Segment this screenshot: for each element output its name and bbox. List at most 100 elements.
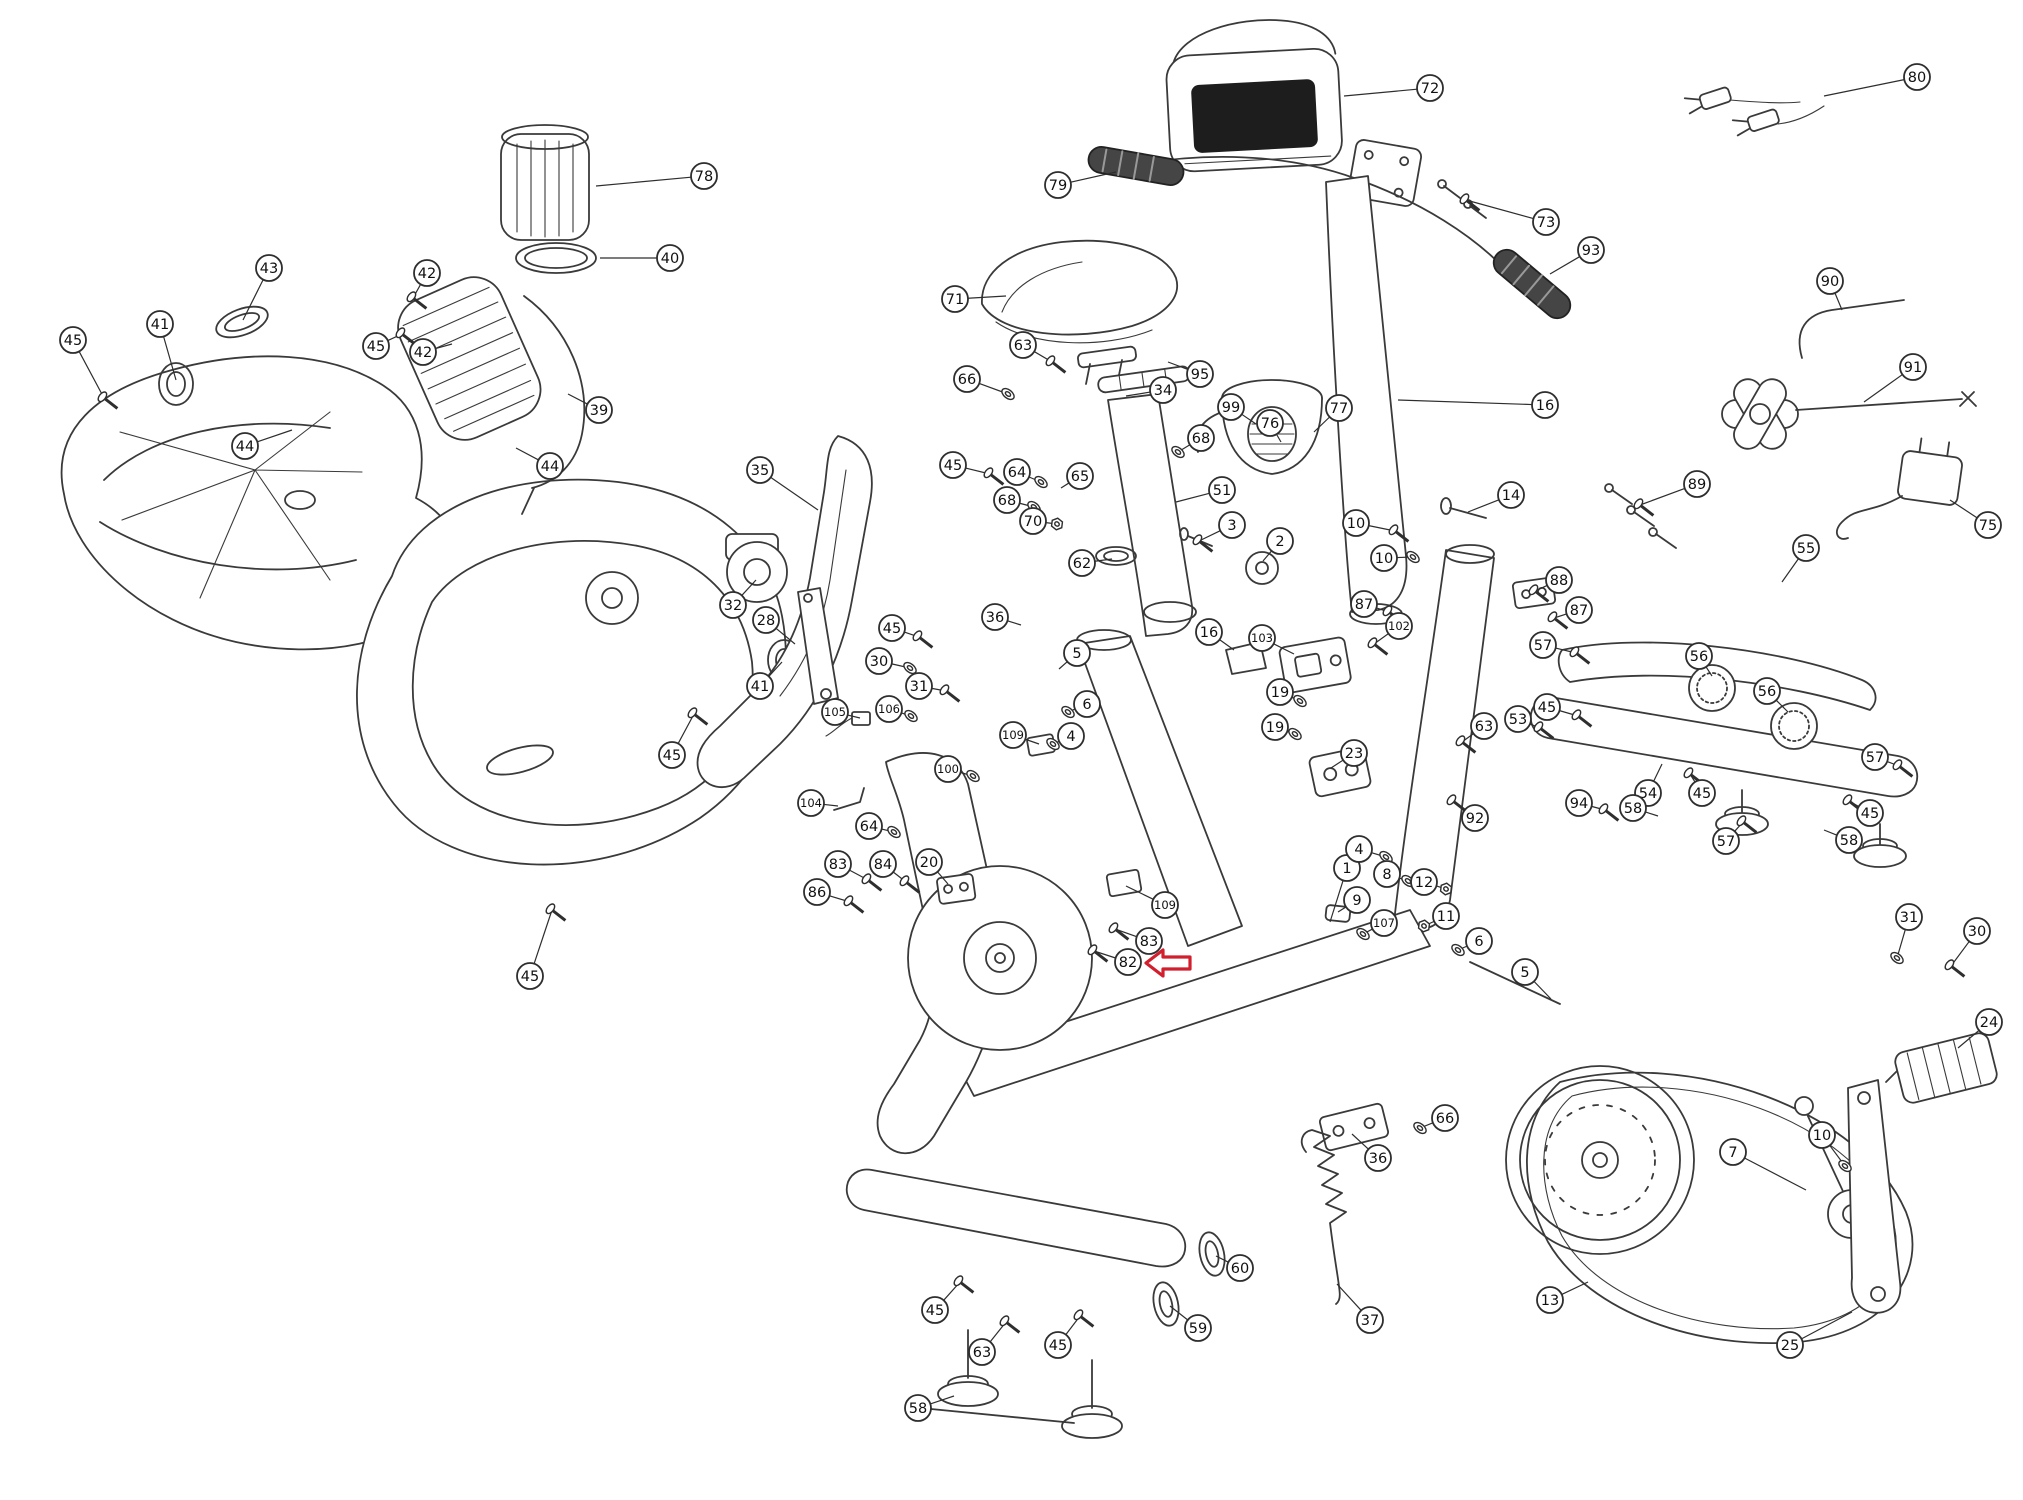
part-callout-6: 6 [1451,927,1493,957]
seat-post-art [1095,393,1279,637]
multi-tool-art [1721,378,1977,450]
part-callout-90: 90 [1816,267,1844,311]
part-callout-72: 72 [1343,74,1444,102]
svg-text:35: 35 [751,463,769,479]
svg-text:87: 87 [1355,597,1373,613]
part-callout-82: 82 [1087,944,1142,976]
part-callout-42: 42 [406,259,441,310]
washer-glyph [1838,1159,1852,1173]
svg-text:16: 16 [1536,398,1554,414]
collar-ring-art [515,242,597,274]
svg-text:16: 16 [1200,625,1218,641]
part-callout-75: 75 [1949,499,2002,539]
svg-text:45: 45 [1538,700,1556,716]
front-stabilizer-art [845,1168,1226,1439]
svg-text:75: 75 [1979,518,1997,534]
part-callout-30: 30 [865,647,917,675]
part-callout-65: 65 [1060,462,1094,490]
svg-text:30: 30 [870,654,888,670]
part-callout-66: 66 [1413,1104,1459,1135]
part-callout-102: 102 [1367,612,1413,656]
screw-glyph [1459,193,1481,212]
part-callout-58: 58 [904,1394,955,1422]
part-callout-57: 57 [1861,743,1914,778]
part-callout-10: 10 [1342,509,1410,543]
svg-text:57: 57 [1717,834,1735,850]
part-callout-39: 39 [567,393,613,424]
svg-text:45: 45 [944,458,962,474]
part-callout-93: 93 [1549,236,1605,275]
part-callout-30: 30 [1944,917,1991,978]
part-callout-8: 8 [1373,860,1415,888]
svg-text:41: 41 [151,317,169,333]
svg-text:20: 20 [920,855,938,871]
svg-text:4: 4 [1066,729,1075,745]
part-callout-63: 63 [1455,712,1498,754]
part-callout-107: 107 [1356,909,1398,941]
svg-text:10: 10 [1813,1128,1831,1144]
screw-glyph [983,467,1005,486]
part-callout-63: 63 [1009,331,1067,374]
svg-text:68: 68 [1192,431,1210,447]
part-callout-103: 103 [1248,624,1295,655]
svg-text:4: 4 [1354,842,1363,858]
svg-text:70: 70 [1024,514,1042,530]
screw-glyph [1892,759,1914,778]
part-callout-77: 77 [1313,394,1353,433]
part-callout-88: 88 [1528,566,1573,603]
svg-text:10: 10 [1347,516,1365,532]
screw-glyph [1598,803,1620,822]
pedal-art [1885,1032,1998,1104]
svg-text:36: 36 [986,610,1004,626]
svg-text:82: 82 [1119,955,1137,971]
allen-key-art [1798,299,1905,359]
screw-glyph [1533,721,1555,740]
part-callout-62: 62 [1068,549,1113,577]
part-callout-76: 76 [1256,409,1284,443]
svg-text:60: 60 [1231,1261,1249,1277]
washer-glyph [903,661,917,675]
svg-text:45: 45 [1049,1338,1067,1354]
svg-text:24: 24 [1980,1015,1998,1031]
svg-text:105: 105 [824,705,846,719]
screw-glyph [97,391,119,410]
part-callout-45: 45 [1044,1309,1095,1359]
part-callout-42: 42 [409,338,453,366]
part-callout-84: 84 [869,850,921,894]
part-callout-20: 20 [915,848,949,885]
svg-text:109: 109 [1002,728,1024,742]
screw-glyph [1944,959,1966,978]
svg-text:57: 57 [1866,750,1884,766]
svg-text:12: 12 [1415,875,1433,891]
part-callout-83: 83 [1108,922,1163,955]
svg-text:95: 95 [1191,367,1209,383]
part-callout-53: 53 [1504,705,1555,740]
svg-text:56: 56 [1758,684,1776,700]
crank-pulley-art [907,865,1093,1051]
part-callout-45: 45 [1683,767,1716,807]
screw-glyph [545,903,567,922]
part-callout-56: 56 [1753,677,1789,713]
screw-glyph [843,895,865,914]
svg-text:30: 30 [1968,924,1986,940]
svg-text:13: 13 [1541,1293,1559,1309]
svg-text:72: 72 [1421,81,1439,97]
svg-text:54: 54 [1639,786,1657,802]
part-callout-25: 25 [1776,1311,1853,1359]
screw-glyph [1388,524,1410,543]
svg-text:63: 63 [1475,719,1493,735]
svg-text:42: 42 [414,345,432,361]
svg-text:66: 66 [1436,1111,1454,1127]
part-callout-19: 19 [1266,678,1307,708]
part-callout-12: 12 [1410,868,1453,896]
svg-text:64: 64 [1008,465,1026,481]
part-callout-92: 92 [1446,794,1489,832]
svg-text:3: 3 [1227,518,1236,534]
svg-text:106: 106 [878,702,900,716]
part-callout-34: 34 [1125,376,1177,404]
part-callout-109: 109 [1125,885,1179,919]
svg-text:79: 79 [1049,178,1067,194]
part-callout-35: 35 [746,456,819,511]
